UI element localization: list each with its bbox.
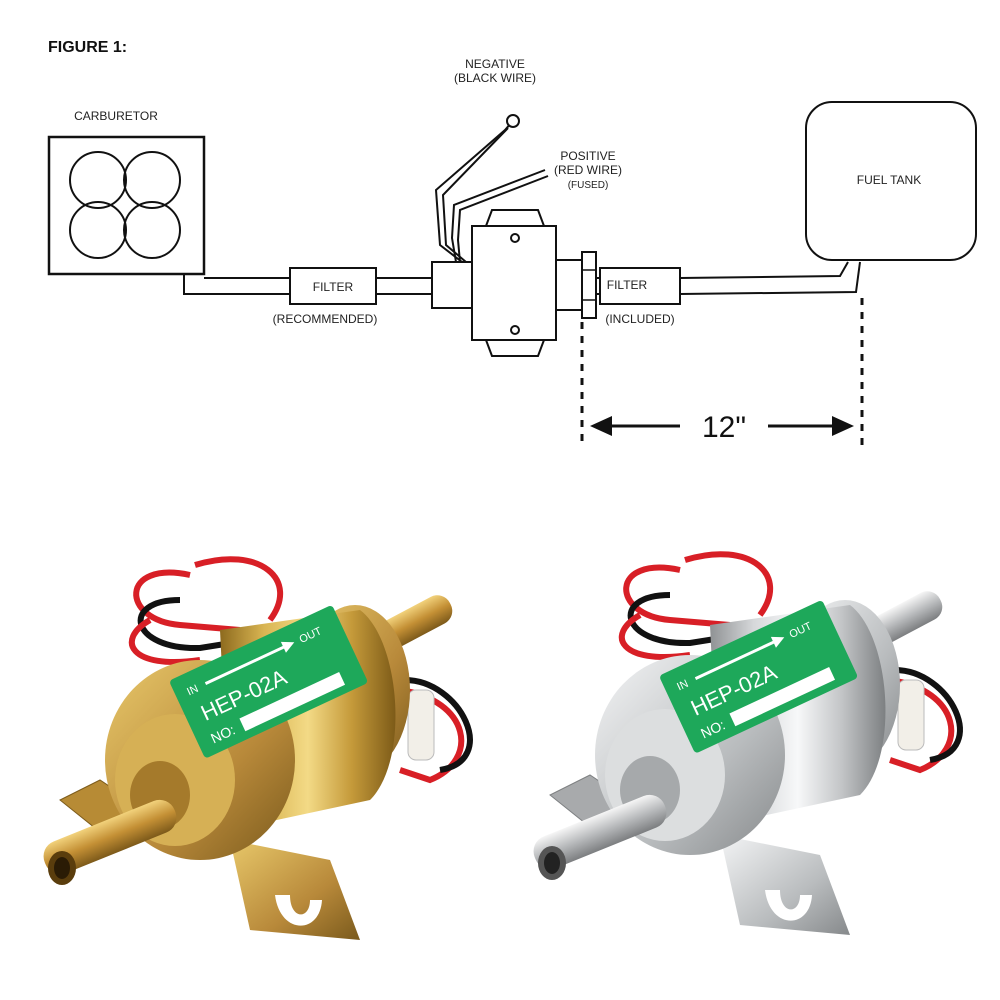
fuel-line-left bbox=[183, 274, 432, 295]
fuel-tank-label: FUEL TANK bbox=[857, 173, 921, 187]
carburetor-label: CARBURETOR bbox=[74, 109, 158, 123]
negative-wire-desc: (BLACK WIRE) bbox=[454, 71, 536, 85]
gold-direction-in: IN bbox=[185, 683, 200, 699]
pump-schematic bbox=[431, 209, 597, 357]
gold-pump-label: IN OUT HEP-02A NO: bbox=[170, 606, 368, 758]
positive-wire-label: POSITIVE bbox=[560, 149, 615, 163]
positive-wire-desc: (RED WIRE) bbox=[554, 163, 622, 177]
figure-title: FIGURE 1: bbox=[48, 39, 127, 56]
fuel-line-right bbox=[679, 261, 861, 295]
negative-wire-label: NEGATIVE bbox=[465, 57, 525, 71]
fuel-tank: FUEL TANK bbox=[805, 101, 977, 261]
silver-direction-in: IN bbox=[675, 678, 690, 694]
silver-pump-label: IN OUT HEP-02A NO: bbox=[660, 601, 858, 753]
filter-recommended: FILTER (RECOMMENDED) bbox=[273, 267, 378, 326]
distance-dimension: 12" bbox=[580, 298, 864, 448]
positive-wire-fused: (FUSED) bbox=[568, 180, 609, 191]
carburetor: CARBURETOR bbox=[47, 109, 206, 276]
filter-included: FILTER (INCLUDED) bbox=[596, 267, 681, 326]
pump-wires bbox=[434, 114, 549, 263]
filter-left-label: FILTER bbox=[313, 280, 354, 294]
filter-left-note: (RECOMMENDED) bbox=[273, 312, 378, 326]
filter-right-label: FILTER bbox=[607, 278, 648, 292]
filter-right-note: (INCLUDED) bbox=[605, 312, 674, 326]
gold-fuel-pump: IN OUT HEP-02A NO: bbox=[43, 556, 473, 940]
distance-label: 12" bbox=[702, 411, 746, 444]
silver-fuel-pump: IN OUT HEP-02A NO: bbox=[533, 551, 963, 935]
